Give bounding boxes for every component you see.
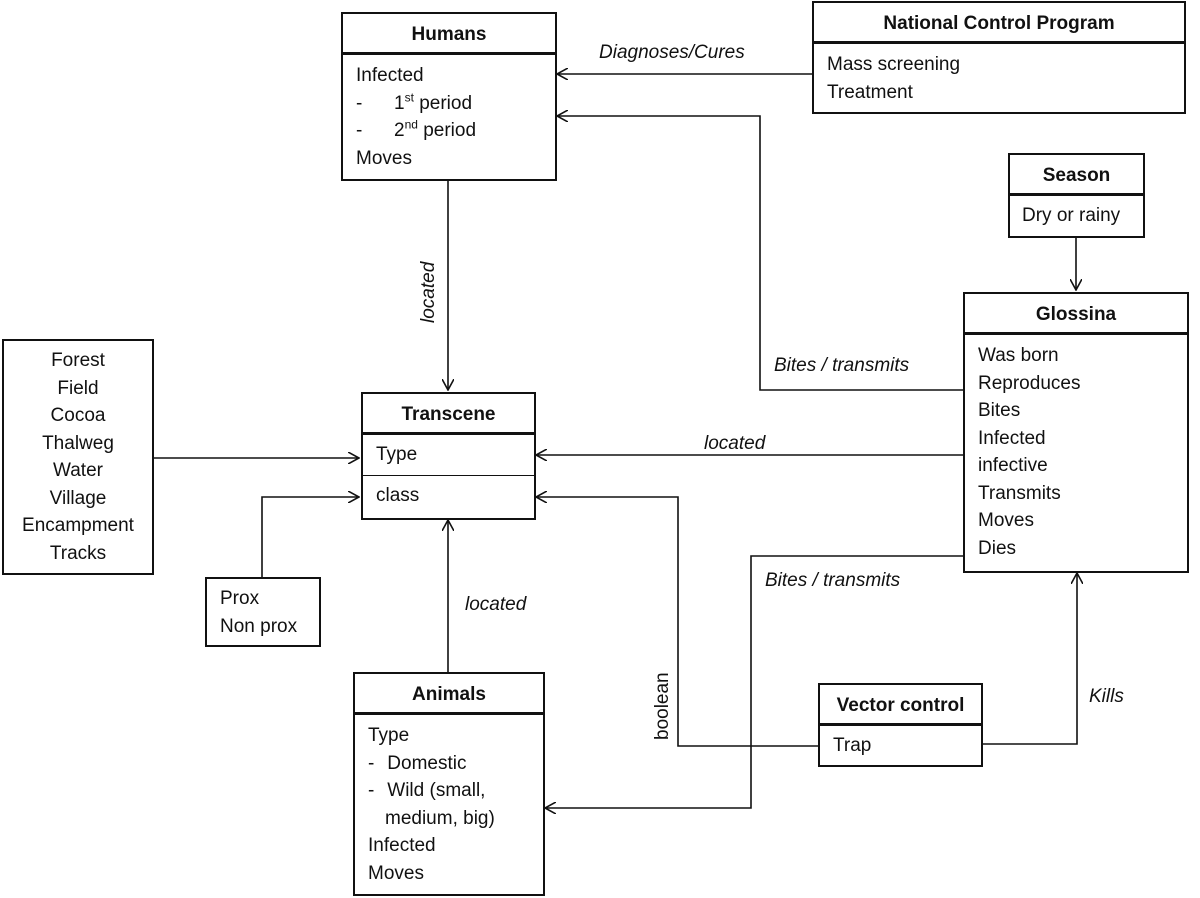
vector-control-box: Vector control Trap <box>818 683 983 767</box>
animals-wild: - Wild (small, <box>368 780 486 801</box>
vector-control-title: Vector control <box>820 685 981 726</box>
prox-item: Non prox <box>220 615 298 637</box>
glossina-attributes: Was born Reproduces Bites Infected infec… <box>965 335 1187 562</box>
glossina-item: Reproduces <box>978 372 1081 394</box>
glossina-item: Dies <box>978 537 1017 559</box>
edge-glossina-bites-animals <box>545 555 963 808</box>
edge-prox-to-transcene <box>261 497 359 577</box>
ncp-title: National Control Program <box>814 3 1184 44</box>
ncp-item: Treatment <box>827 81 913 103</box>
animals-moves: Moves <box>368 862 424 884</box>
edge-trap-kills-glossina <box>983 573 1077 745</box>
ncp-items: Mass screening Treatment <box>814 44 1184 106</box>
animals-box: Animals Type - Domestic - Wild (small, m… <box>353 672 545 896</box>
glossina-item: Infected <box>978 427 1046 449</box>
transcene-box: Transcene Type class <box>361 392 536 520</box>
landcover-item: Water <box>53 460 103 481</box>
humans-infected: Infected <box>356 65 424 86</box>
label-located-humans: located <box>418 261 439 323</box>
glossina-item: Bites <box>978 400 1021 421</box>
label-boolean: boolean <box>652 672 673 740</box>
glossina-item: infective <box>978 455 1048 476</box>
humans-box: Humans Infected -1st period -2nd period … <box>341 12 557 181</box>
glossina-box: Glossina Was born Reproduces Bites Infec… <box>963 292 1189 573</box>
glossina-item: Was born <box>978 345 1059 366</box>
landcover-box: Forest Field Cocoa Thalweg Water Village… <box>2 339 154 575</box>
vector-control-trap: Trap <box>833 735 872 756</box>
label-located-animals: located <box>465 594 527 615</box>
transcene-class: class <box>363 475 534 515</box>
glossina-title: Glossina <box>965 294 1187 335</box>
landcover-item: Cocoa <box>50 405 106 426</box>
national-control-program-box: National Control Program Mass screening … <box>812 1 1186 114</box>
prox-items: Prox Non prox <box>207 579 319 640</box>
landcover-item: Village <box>49 487 107 509</box>
transcene-type: Type <box>376 444 418 465</box>
glossina-item: Transmits <box>978 482 1061 504</box>
landcover-item: Field <box>57 377 99 399</box>
season-value: Dry or rainy <box>1022 205 1121 226</box>
landcover-item: Encampment <box>22 515 134 536</box>
label-located-glossina: located <box>704 433 766 454</box>
humans-second-period: -2nd period <box>356 117 477 141</box>
animals-type: Type <box>368 725 410 746</box>
humans-moves: Moves <box>356 147 412 169</box>
season-box: Season Dry or rainy <box>1008 153 1145 238</box>
season-title: Season <box>1010 155 1143 196</box>
label-bites-transmits-humans: Bites / transmits <box>774 355 910 376</box>
animals-wild-sizes: medium, big) <box>385 807 495 829</box>
prox-item: Prox <box>220 588 260 609</box>
humans-first-period: -1st period <box>356 90 473 114</box>
humans-attributes: Infected -1st period -2nd period Moves <box>343 55 555 172</box>
transcene-title: Transcene <box>363 394 534 435</box>
humans-title: Humans <box>343 14 555 55</box>
label-kills: Kills <box>1089 686 1124 707</box>
prox-box: Prox Non prox <box>205 577 321 647</box>
label-diagnoses-cures: Diagnoses/Cures <box>599 42 745 63</box>
label-bites-transmits-animals: Bites / transmits <box>765 570 901 591</box>
edge-trap-boolean-transcene <box>536 497 818 747</box>
landcover-item: Forest <box>51 350 105 371</box>
landcover-item: Thalweg <box>42 432 114 454</box>
animals-infected: Infected <box>368 835 436 856</box>
landcover-items: Forest Field Cocoa Thalweg Water Village… <box>4 341 152 567</box>
animals-domestic: - Domestic <box>368 752 467 774</box>
animals-attributes: Type - Domestic - Wild (small, medium, b… <box>355 715 543 887</box>
landcover-item: Tracks <box>49 542 107 564</box>
animals-title: Animals <box>355 674 543 715</box>
edge-glossina-bites-humans <box>557 116 963 391</box>
glossina-item: Moves <box>978 510 1034 531</box>
ncp-item: Mass screening <box>827 54 961 75</box>
